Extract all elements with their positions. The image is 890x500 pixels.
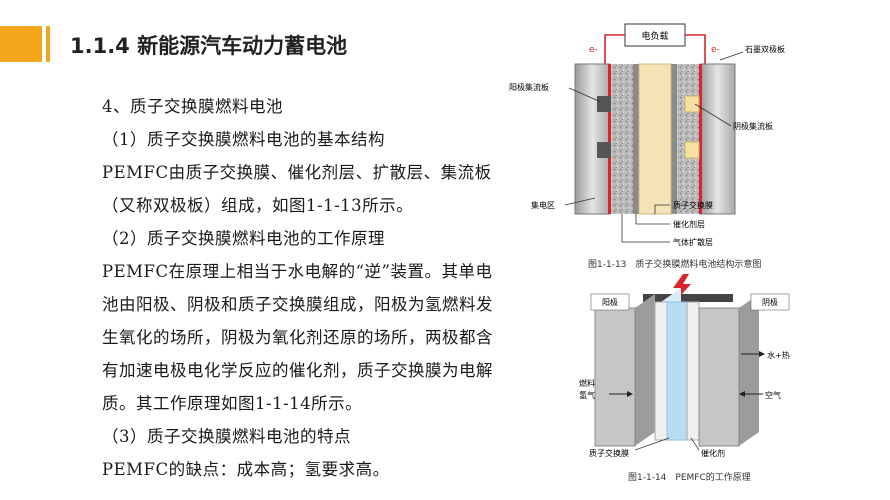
title-accent-bar: [0, 26, 42, 62]
right-diffusion-layer: [677, 64, 699, 214]
cathode-plate: [698, 307, 740, 447]
left-graphite-plate: [574, 63, 611, 215]
section-heading: 4、质子交换膜燃料电池: [102, 97, 283, 116]
left-collector-line: [608, 64, 611, 214]
pem-bottom-label: 质子交换膜: [589, 448, 629, 458]
right-graphite-plate: [699, 63, 736, 215]
cathode-label: 阴极: [762, 297, 778, 307]
right-collector-line: [699, 64, 702, 214]
subsection-heading: （3）质子交换膜燃料电池的特点: [102, 427, 351, 446]
right-catalyst: [671, 64, 677, 214]
figure2-caption: 图1-1-14 PEMFC的工作原理: [628, 473, 751, 483]
air-label: 空气: [765, 390, 781, 400]
external-circuit-bar: [643, 294, 733, 302]
hydrogen-label: 氢气: [579, 390, 595, 400]
load-label: 电负载: [641, 30, 668, 42]
figure1-caption: 图1-1-13 质子交换膜燃料电池结构示意图: [588, 260, 762, 270]
gas-diffusion-label: 气体扩散层: [673, 237, 713, 247]
anode-label: 阳极: [602, 297, 618, 307]
catalyst-label: 催化剂: [701, 448, 725, 458]
electron-right-label: e-: [711, 45, 720, 55]
page-title: 1.1.4 新能源汽车动力蓄电池: [70, 34, 348, 58]
left-catalyst: [633, 64, 639, 214]
right-wire: [685, 34, 706, 64]
fuel-label: 燃料: [579, 378, 595, 388]
membrane: [638, 63, 672, 215]
cathode-collector-label: 阴极集流板: [733, 121, 773, 131]
water-heat-label: 水+热: [767, 350, 790, 360]
collector-area-label: 集电区: [531, 200, 555, 210]
subsection-heading: （2）质子交换膜燃料电池的工作原理: [102, 229, 385, 248]
anode-block-top: [597, 96, 611, 112]
anode-collector-label: 阳极集流板: [509, 82, 549, 92]
left-wire: [604, 34, 625, 64]
catalyst-layer-label: 催化剂层: [673, 219, 705, 229]
graphite-plate-label: 石墨双极板: [745, 44, 785, 54]
pem-label: 质子交换膜: [673, 200, 713, 210]
pemfc-principle-diagram: 阳极 阴极 水+热 燃料 氢气 空气 质子交换膜 催化剂: [579, 274, 790, 458]
paragraph: PEMFC在原理上相当于水电解的“逆”装置。其单电池由阳极、阴极和质子交换膜组成…: [102, 262, 493, 413]
pem-layer: [666, 301, 688, 441]
paragraph: PEMFC的缺点：成本高；氢要求高。: [102, 460, 390, 479]
cathode-block-bottom: [684, 141, 700, 159]
body-text: 4、质子交换膜燃料电池 （1）质子交换膜燃料电池的基本结构 PEMFC由质子交换…: [60, 90, 500, 486]
cathode-block-top: [684, 95, 700, 113]
anode-plate: [594, 307, 636, 447]
pemfc-structure-diagram: 电负载 e- e- 阳极集流板 石墨双极板 阴极集流板 集电区 质子交换膜 催化…: [509, 23, 785, 247]
paragraph: PEMFC由质子交换膜、催化剂层、扩散层、集流板（又称双极板）组成，如图1-1-…: [102, 163, 492, 215]
subsection-heading: （1）质子交换膜燃料电池的基本结构: [102, 130, 385, 149]
left-diffusion-layer: [611, 64, 633, 214]
electron-left-label: e-: [589, 45, 598, 55]
lightning-icon: [673, 274, 691, 302]
title-accent-line: [46, 26, 50, 62]
anode-block-bottom: [597, 142, 611, 158]
